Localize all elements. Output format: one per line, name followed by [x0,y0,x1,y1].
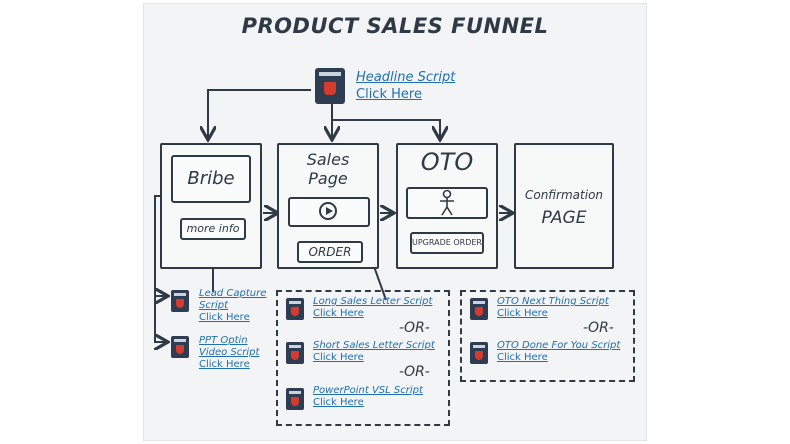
oto-done-for-you-link[interactable]: OTO Done For You Script [497,340,621,351]
stick-figure-icon [440,189,454,216]
confirmation-label-line2: PAGE [541,208,587,228]
upgrade-order-button[interactable] [410,232,484,254]
long-sales-letter-link[interactable]: Long Sales Letter Script [313,296,433,307]
long-sales-letter-click-here[interactable]: Click Here [313,308,364,319]
sales-label-line2: Page [308,169,348,188]
oto-next-thing-click-here[interactable]: Click Here [497,308,548,319]
or-separator: -OR- [399,364,430,380]
long-sales-letter-icon [286,298,304,320]
ppt-optin-title-line1[interactable]: PPT Optin [199,335,248,346]
or-separator: -OR- [399,320,430,336]
lead-capture-click-here[interactable]: Click Here [199,312,250,323]
lead-capture-title-line1[interactable]: Lead Capture [199,288,267,299]
lead-capture-script-icon [171,290,189,312]
powerpoint-vsl-click-here[interactable]: Click Here [313,397,364,408]
oto-done-for-you-click-here[interactable]: Click Here [497,352,548,363]
ppt-optin-title-line2[interactable]: Video Script [199,347,260,358]
oto-label: OTO [420,148,474,176]
order-button[interactable] [297,241,363,263]
bribe-label: Bribe [187,168,235,189]
oto-next-thing-icon [470,298,488,320]
sales-label-line1: Sales [306,150,350,169]
more-info-button[interactable] [180,218,246,240]
powerpoint-vsl-icon [286,388,304,410]
arrow-headline-bribe [208,89,311,138]
short-sales-letter-click-here[interactable]: Click Here [313,352,364,363]
sales-scripts-group [276,290,450,426]
order-label: ORDER [308,245,352,259]
bribe-panel [171,155,251,203]
confirmation-label-line1: Confirmation [524,188,604,202]
headline-script-icon [315,68,345,104]
powerpoint-vsl-link[interactable]: PowerPoint VSL Script [313,385,423,396]
diagram-title: PRODUCT SALES FUNNEL [241,14,549,38]
confirmation-stage [514,143,614,269]
arrow-headline-oto [332,119,440,138]
more-info-label: more info [186,222,240,235]
headline-click-here[interactable]: Click Here [356,87,422,102]
upgrade-order-label: UPGRADE ORDER [412,238,482,247]
lead-capture-title-line2[interactable]: Script [199,300,229,311]
headline-script-link[interactable]: Headline Script [356,70,456,85]
short-sales-letter-icon [286,342,304,364]
play-icon[interactable] [319,202,337,220]
short-sales-letter-link[interactable]: Short Sales Letter Script [313,340,435,351]
oto-next-thing-link[interactable]: OTO Next Thing Script [497,296,609,307]
or-separator: -OR- [583,320,614,336]
oto-scripts-group [460,290,635,382]
ppt-optin-click-here[interactable]: Click Here [199,359,250,370]
oto-done-for-you-icon [470,342,488,364]
ppt-optin-script-icon [171,336,189,358]
